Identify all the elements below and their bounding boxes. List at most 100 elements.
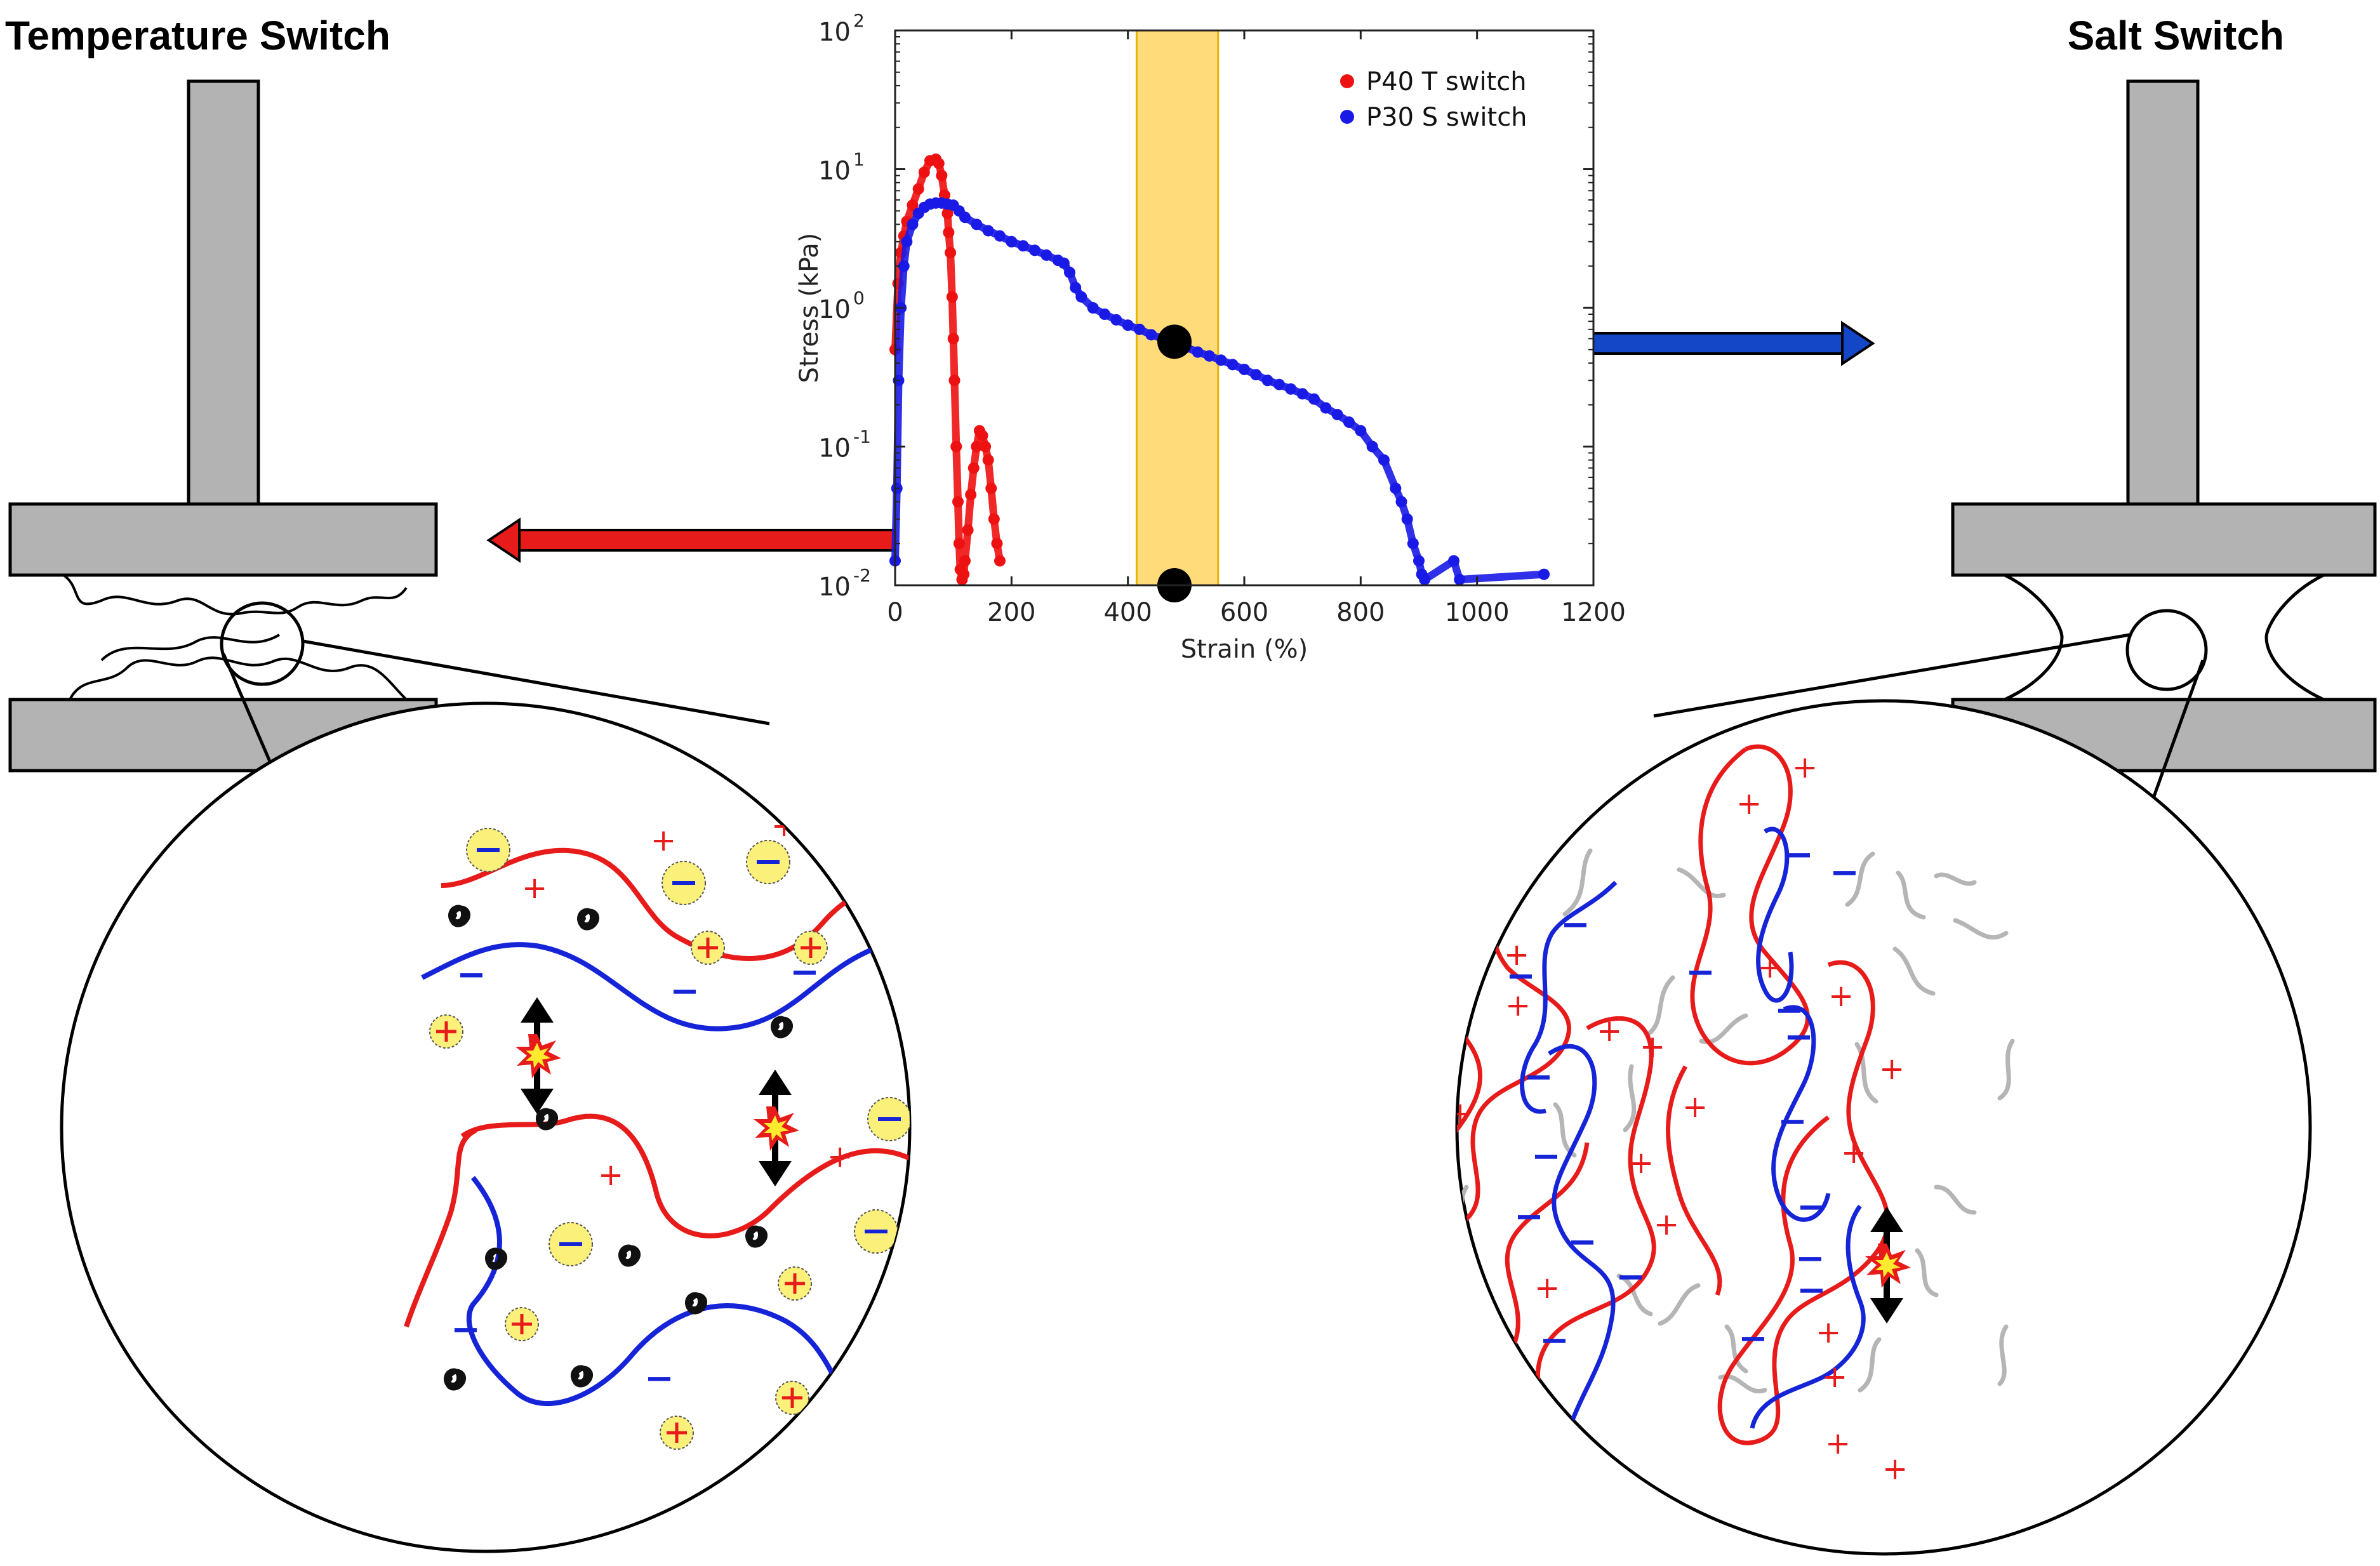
zoom-view-temperature: + + + + + + + + − − − − − − − bbox=[60, 701, 967, 1553]
svg-text:−: − bbox=[1797, 1186, 1826, 1228]
y-tick-label: 10 bbox=[818, 157, 851, 186]
svg-text:+: + bbox=[1628, 1145, 1654, 1181]
y-tick-exponent: 1 bbox=[853, 149, 865, 170]
svg-text:−: − bbox=[1616, 1256, 1645, 1297]
data-point bbox=[950, 441, 962, 453]
sample-meniscus-left bbox=[2004, 573, 2064, 701]
data-point bbox=[971, 218, 983, 230]
data-point bbox=[1070, 282, 1082, 294]
svg-text:−: − bbox=[1830, 852, 1859, 893]
legend-label: P40 T switch bbox=[1366, 67, 1527, 96]
data-point bbox=[918, 166, 930, 178]
data-point bbox=[1320, 402, 1332, 414]
data-point bbox=[1145, 329, 1157, 341]
svg-text:+: + bbox=[1882, 1451, 1908, 1487]
marker-dot-1 bbox=[1157, 324, 1192, 359]
y-tick-label: 10 bbox=[818, 18, 851, 47]
data-point bbox=[1122, 319, 1134, 331]
svg-text:+: + bbox=[1534, 1270, 1560, 1306]
y-tick-label: 10 bbox=[818, 295, 851, 324]
data-point bbox=[933, 157, 945, 169]
highlight-band-rect bbox=[1135, 29, 1220, 587]
svg-text:+: + bbox=[1478, 905, 1503, 941]
svg-text:−: − bbox=[790, 952, 820, 993]
svg-text:+: + bbox=[1640, 1029, 1665, 1065]
zoom-circle-right bbox=[2125, 609, 2208, 691]
svg-text:−: − bbox=[1531, 1136, 1561, 1177]
svg-text:+: + bbox=[910, 1195, 935, 1231]
svg-text:−: − bbox=[451, 1309, 481, 1350]
data-point bbox=[1215, 354, 1227, 366]
data-point bbox=[1227, 359, 1239, 371]
data-point bbox=[953, 538, 965, 550]
data-point bbox=[1064, 267, 1075, 279]
svg-text:−: − bbox=[1778, 1101, 1807, 1142]
svg-text:−: − bbox=[1774, 990, 1804, 1031]
data-point bbox=[936, 169, 948, 182]
x-tick-label: 800 bbox=[1336, 598, 1385, 627]
svg-text:−: − bbox=[937, 855, 967, 896]
data-point bbox=[1110, 314, 1122, 326]
svg-text:+: + bbox=[1597, 1013, 1622, 1049]
svg-text:+: + bbox=[1447, 1096, 1473, 1131]
svg-text:−: − bbox=[1539, 1320, 1569, 1361]
data-point bbox=[1239, 363, 1250, 375]
data-point bbox=[985, 482, 997, 494]
data-point bbox=[1308, 393, 1320, 405]
data-point bbox=[1134, 323, 1145, 335]
zoom-view-salt: + + + + + + + + + + + + + + + + + + + + bbox=[1447, 699, 2312, 1556]
legend-label: P30 S switch bbox=[1366, 103, 1527, 132]
data-point bbox=[948, 375, 961, 387]
highlight-band bbox=[1135, 29, 1220, 587]
data-point bbox=[943, 227, 955, 239]
data-point bbox=[941, 208, 954, 220]
svg-text:+: + bbox=[827, 1139, 853, 1174]
data-point bbox=[946, 291, 958, 303]
svg-text:−: − bbox=[1560, 904, 1590, 945]
y-tick-label: 10 bbox=[818, 434, 851, 463]
svg-text:−: − bbox=[1685, 952, 1715, 993]
y-tick-exponent: 0 bbox=[853, 288, 865, 309]
svg-text:+: + bbox=[1484, 810, 1510, 846]
legend-marker bbox=[1340, 74, 1354, 88]
sample-strands-left bbox=[62, 574, 408, 701]
data-point bbox=[1454, 573, 1466, 585]
y-tick-exponent: -1 bbox=[853, 427, 871, 448]
svg-text:−: − bbox=[1506, 955, 1536, 997]
data-point bbox=[1538, 568, 1550, 580]
svg-text:+: + bbox=[1682, 1089, 1708, 1125]
svg-text:−: − bbox=[1795, 1238, 1825, 1279]
rheometer-shaft-left bbox=[187, 79, 260, 506]
y-axis-label: Stress (kPa) bbox=[795, 233, 824, 383]
title-temperature-switch: Temperature Switch bbox=[5, 13, 390, 58]
svg-text:+: + bbox=[1841, 1135, 1866, 1171]
svg-text:+: + bbox=[901, 833, 927, 869]
data-point bbox=[988, 513, 1000, 525]
data-point bbox=[967, 462, 980, 474]
svg-text:−: − bbox=[792, 1415, 822, 1456]
rheometer-top-plate-right bbox=[1951, 502, 2377, 577]
svg-text:+: + bbox=[1828, 978, 1854, 1014]
data-point bbox=[965, 489, 977, 501]
svg-text:−: − bbox=[1517, 1383, 1547, 1424]
svg-text:−: − bbox=[1524, 1056, 1553, 1098]
data-point bbox=[1343, 416, 1355, 428]
svg-text:+: + bbox=[1757, 950, 1783, 985]
x-tick-label: 600 bbox=[1220, 598, 1268, 627]
svg-text:−: − bbox=[1514, 1196, 1544, 1237]
data-point bbox=[1040, 249, 1053, 261]
svg-text:−: − bbox=[1784, 834, 1814, 875]
data-point bbox=[1075, 291, 1087, 303]
plot-area bbox=[895, 30, 1593, 585]
svg-text:+: + bbox=[1879, 1051, 1905, 1087]
data-point bbox=[1390, 482, 1402, 494]
title-salt-switch: Salt Switch bbox=[2068, 13, 2284, 58]
svg-text:+: + bbox=[1816, 1315, 1841, 1350]
data-point bbox=[1058, 257, 1070, 269]
data-point bbox=[947, 333, 959, 345]
